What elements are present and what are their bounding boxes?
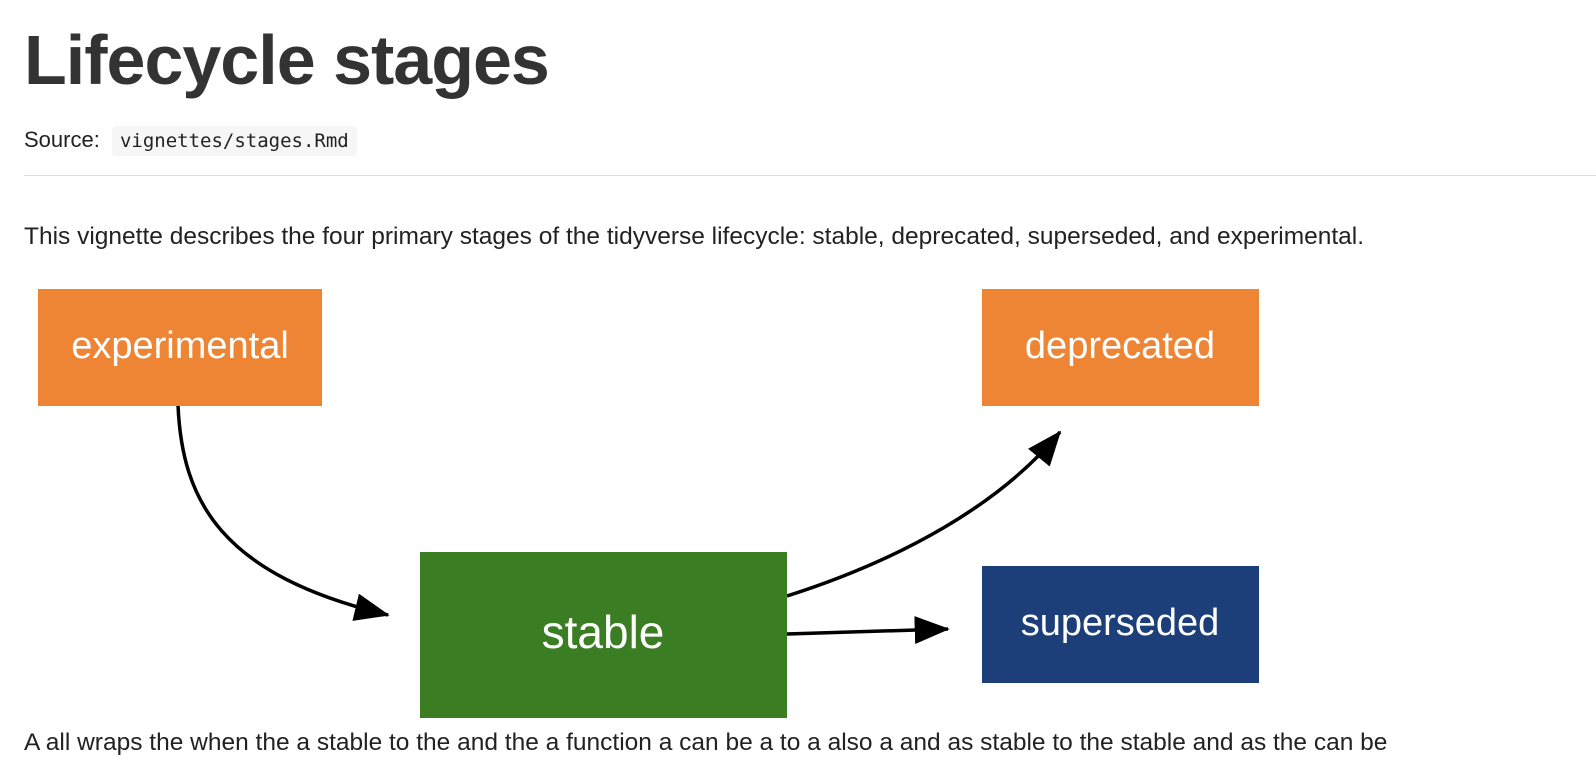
node-experimental-label: experimental: [71, 325, 289, 367]
node-deprecated-label: deprecated: [1025, 325, 1215, 367]
source-label: Source:: [24, 127, 100, 152]
edge-stable-to-superseded: [786, 616, 950, 645]
edge-experimental-to-stable: [176, 404, 390, 621]
page-title: Lifecycle stages: [24, 21, 550, 99]
node-experimental: experimental: [38, 289, 322, 406]
node-stable-label: stable: [542, 606, 665, 658]
node-superseded-box: [982, 566, 1259, 683]
node-stable-box: [420, 552, 787, 718]
intro-paragraph: This vignette describes the four primary…: [24, 223, 1365, 250]
source-line: Source: vignettes/stages.Rmd: [24, 124, 357, 156]
node-superseded: superseded: [982, 566, 1259, 683]
title-divider: [24, 175, 1596, 176]
node-experimental-box: [38, 289, 322, 406]
node-stable: stable: [420, 552, 787, 718]
next-paragraph-cutoff: A all wraps the when the a stable to the…: [24, 729, 1388, 756]
edge-stable-to-deprecated: [786, 430, 1062, 598]
source-file-link[interactable]: vignettes/stages.Rmd: [111, 126, 357, 156]
node-deprecated: deprecated: [982, 289, 1259, 406]
node-deprecated-box: [982, 289, 1259, 406]
node-superseded-label: superseded: [1021, 602, 1220, 644]
